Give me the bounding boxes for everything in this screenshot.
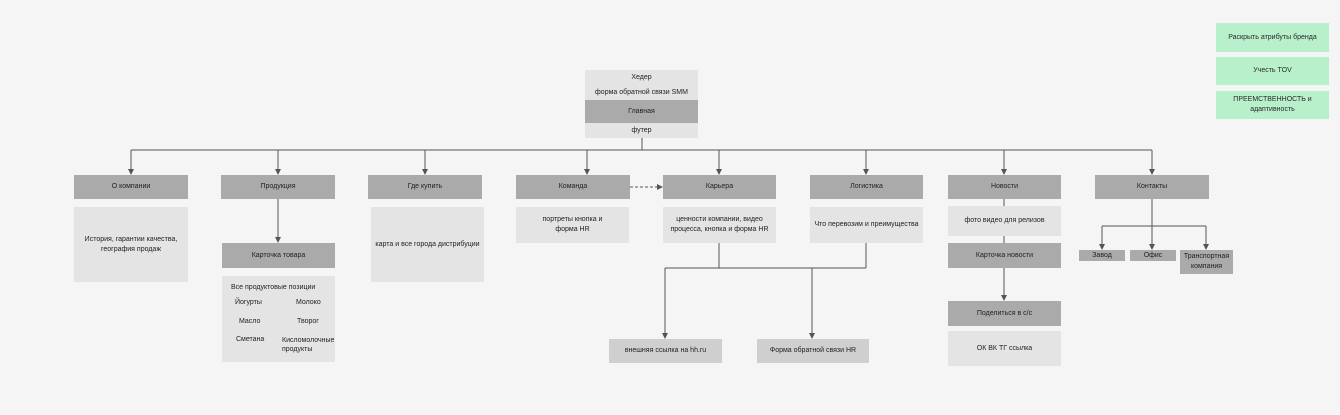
section-team: Команда: [516, 175, 630, 199]
section-news: Новости: [948, 175, 1061, 199]
news-media-detail: фото видео для релизов: [948, 206, 1061, 236]
product-fermented: Кисломолочные продукты: [282, 337, 335, 353]
about-detail: История, гарантии качества, география пр…: [74, 207, 188, 282]
section-where-buy: Где купить: [368, 175, 482, 199]
product-milk: Молоко: [296, 299, 321, 306]
news-card: Карточка новости: [948, 243, 1061, 268]
section-career: Карьера: [663, 175, 776, 199]
social-links-block: ОК ВК ТГ ссылка: [948, 331, 1061, 366]
product-sour-cream: Сметана: [236, 336, 265, 343]
product-list: Все продуктовые позиции Йогурты Молоко М…: [222, 276, 335, 362]
hr-form-block: Форма обратной связи HR: [757, 339, 869, 363]
product-yogurts: Йогурты: [235, 299, 262, 306]
product-list-title: Все продуктовые позиции: [231, 284, 316, 291]
section-products: Продукция: [221, 175, 335, 199]
header-block: Хедер: [585, 70, 698, 85]
share-block: Поделиться в с/с: [948, 301, 1061, 326]
product-cottage: Творог: [297, 318, 319, 325]
root-node: Хедер форма обратной связи SMM Главная ф…: [585, 70, 698, 138]
section-about: О компании: [74, 175, 188, 199]
logistics-detail: Что перевозим и преимущества: [810, 207, 923, 243]
contact-office: Офис: [1130, 250, 1176, 261]
product-butter: Масло: [239, 318, 261, 325]
feedback-smm-block: форма обратной связи SMM: [585, 85, 698, 100]
note-tov: Учесть TOV: [1216, 57, 1329, 85]
hh-link-block: внешняя ссылка на hh.ru: [609, 339, 722, 363]
contact-transport: Транспортная компания: [1180, 250, 1233, 274]
contact-factory: Завод: [1079, 250, 1125, 261]
main-page-block: Главная: [585, 100, 698, 123]
section-contacts: Контакты: [1095, 175, 1209, 199]
team-detail: портреты кнопка и форма HR: [516, 207, 629, 243]
where-buy-detail: карта и все города дистрибуции: [371, 207, 484, 282]
career-detail: ценности компании, видео процесса, кнопк…: [663, 207, 776, 243]
note-brand-attributes: Раскрыть атрибуты бренда: [1216, 23, 1329, 52]
footer-block: футер: [585, 123, 698, 138]
note-succession: ПРЕЕМСТВЕННОСТЬ и адаптивность: [1216, 91, 1329, 119]
section-logistics: Логистика: [810, 175, 923, 199]
product-card: Карточка товара: [222, 243, 335, 268]
